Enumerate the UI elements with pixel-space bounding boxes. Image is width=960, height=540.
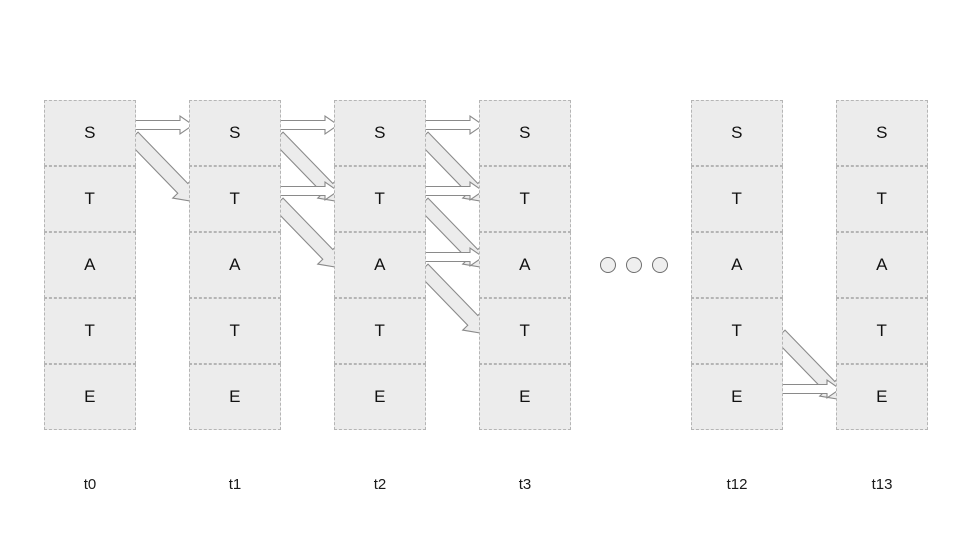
cell-t1-row0[interactable]: S [189, 100, 281, 166]
cell-t13-row2[interactable]: A [836, 232, 928, 298]
cell-t3-row2[interactable]: A [479, 232, 571, 298]
cell-t12-row1[interactable]: T [691, 166, 783, 232]
ellipsis-dot [652, 257, 668, 273]
label-t3: t3 [518, 476, 532, 493]
ellipsis-indicator [600, 257, 668, 273]
arrow-t2r2-to-t3r3 [417, 263, 487, 335]
cell-t3-row3[interactable]: T [479, 298, 571, 364]
cell-t12-row3[interactable]: T [691, 298, 783, 364]
cell-t0-row4[interactable]: E [44, 364, 136, 430]
cell-t13-row1[interactable]: T [836, 166, 928, 232]
arrow-t1r1-to-t2r2 [272, 197, 342, 269]
cell-t13-row4[interactable]: E [836, 364, 928, 430]
label-t1: t1 [228, 476, 242, 493]
cell-t12-row0[interactable]: S [691, 100, 783, 166]
label-t0: t0 [83, 476, 97, 493]
ellipsis-dot [600, 257, 616, 273]
cell-t2-row1[interactable]: T [334, 166, 426, 232]
cell-t3-row0[interactable]: S [479, 100, 571, 166]
label-t12: t12 [726, 476, 748, 493]
cell-t1-row1[interactable]: T [189, 166, 281, 232]
cell-t13-row3[interactable]: T [836, 298, 928, 364]
arrow-t2r2-to-t3r2 [424, 246, 484, 268]
cell-t0-row3[interactable]: T [44, 298, 136, 364]
cell-t2-row0[interactable]: S [334, 100, 426, 166]
label-t2: t2 [373, 476, 387, 493]
label-t13: t13 [871, 476, 893, 493]
cell-t2-row2[interactable]: A [334, 232, 426, 298]
arrow-t2r1-to-t3r1 [424, 180, 484, 202]
arrow-t1r1-to-t2r1 [279, 180, 339, 202]
arrow-t12r4-to-t13r4 [781, 378, 841, 400]
arrow-t0r0-to-t1r0 [134, 114, 194, 136]
cell-t3-row4[interactable]: E [479, 364, 571, 430]
arrow-t0r0-to-t1r1 [127, 131, 197, 203]
ellipsis-dot [626, 257, 642, 273]
cell-t12-row4[interactable]: E [691, 364, 783, 430]
cell-t2-row3[interactable]: T [334, 298, 426, 364]
cell-t0-row2[interactable]: A [44, 232, 136, 298]
cell-t1-row2[interactable]: A [189, 232, 281, 298]
cell-t2-row4[interactable]: E [334, 364, 426, 430]
arrow-t2r0-to-t3r0 [424, 114, 484, 136]
cell-t13-row0[interactable]: S [836, 100, 928, 166]
cell-t12-row2[interactable]: A [691, 232, 783, 298]
arrow-t1r0-to-t2r0 [279, 114, 339, 136]
cell-t1-row3[interactable]: T [189, 298, 281, 364]
cell-t1-row4[interactable]: E [189, 364, 281, 430]
cell-t0-row0[interactable]: S [44, 100, 136, 166]
cell-t3-row1[interactable]: T [479, 166, 571, 232]
cell-t0-row1[interactable]: T [44, 166, 136, 232]
